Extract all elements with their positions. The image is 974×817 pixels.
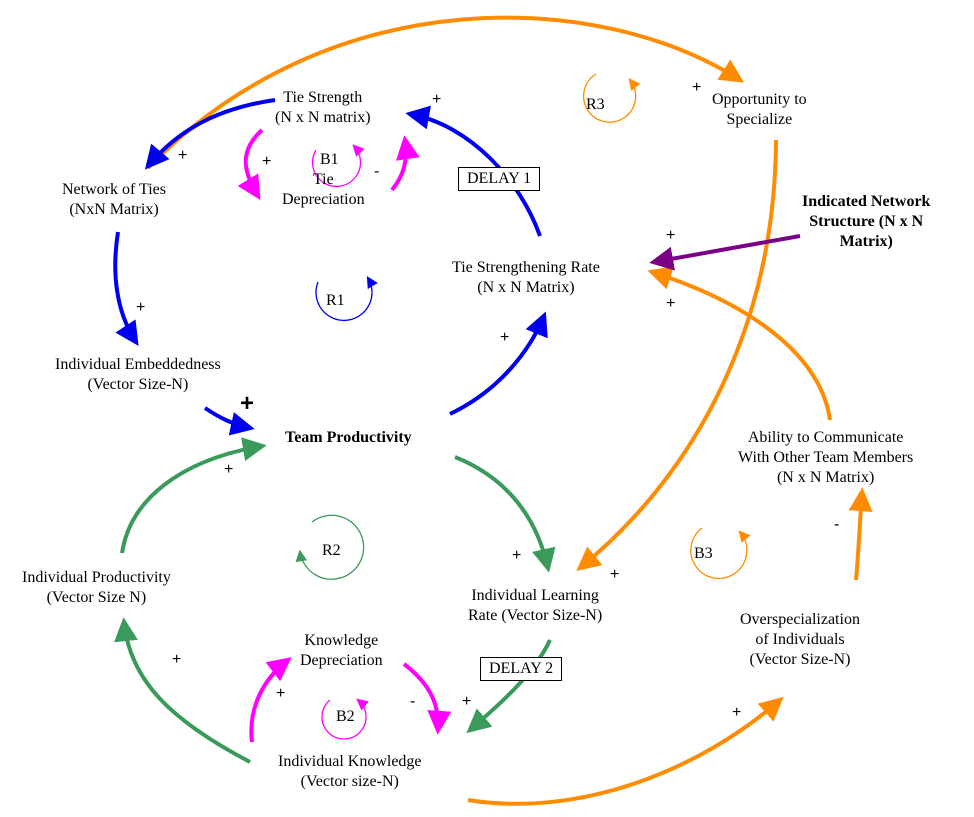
arrow-team-to-rate xyxy=(449,311,548,416)
node-indicated-network-structure: Indicated Network Structure (N x N Matri… xyxy=(802,193,931,250)
arrow-tiestrength-to-depreciation xyxy=(237,128,264,201)
arrow-network-to-embeddedness xyxy=(113,231,139,347)
delay-2-box: DELAY 2 xyxy=(480,657,563,681)
arrow-indicated-to-tiestrengthrate xyxy=(649,234,801,271)
arrow-learningrate-to-knowledge xyxy=(466,639,552,734)
sign-minus: - xyxy=(410,693,416,710)
loop-b2-circle xyxy=(321,698,369,740)
loop-b1-circle xyxy=(311,144,365,188)
sign-plus: + xyxy=(172,651,182,668)
node-individual-productivity: Individual Productivity (Vector Size N) xyxy=(22,569,171,606)
loop-label-r2: R2 xyxy=(322,542,341,559)
node-individual-knowledge: Individual Knowledge (Vector size-N) xyxy=(278,753,422,790)
node-tie-depreciation: Tie Depreciation xyxy=(282,171,365,208)
loop-r2-circle xyxy=(295,514,365,580)
sign-plus: + xyxy=(512,547,522,564)
sign-minus: - xyxy=(374,163,380,180)
loop-label-b3: B3 xyxy=(694,545,713,562)
arrow-ability-to-tiestrengthrate xyxy=(647,266,832,421)
loop-label-r1: R1 xyxy=(326,292,345,309)
arrow-knowledge-to-overspecialization xyxy=(467,696,784,806)
node-tie-strength: Tie Strength (N x N matrix) xyxy=(275,89,371,126)
node-individual-embeddedness: Individual Embeddedness (Vector Size-N) xyxy=(55,356,221,393)
sign-plus: + xyxy=(732,704,742,721)
arrow-knowledge-to-kdepreciation xyxy=(249,657,292,743)
node-tie-strengthening-rate: Tie Strengthening Rate (N x N Matrix) xyxy=(452,259,600,296)
arrow-productivity-to-team xyxy=(120,437,267,554)
sign-plus: + xyxy=(136,299,146,316)
arrow-depreciation-to-tiestrength xyxy=(390,135,420,192)
sign-plus: + xyxy=(500,329,510,346)
arrow-embeddedness-to-team xyxy=(203,406,255,436)
loop-r3-circle xyxy=(583,73,641,123)
sign-plus: + xyxy=(178,147,188,164)
node-team-productivity: Team Productivity xyxy=(285,429,412,446)
delay-1-box: DELAY 1 xyxy=(458,167,541,191)
sign-plus: + xyxy=(692,79,702,96)
arrow-tiestrength-to-network xyxy=(144,98,276,170)
sign-plus: + xyxy=(224,461,234,478)
arrow-team-to-learningrate xyxy=(454,455,556,573)
node-overspecialization: Overspecialization of Individuals (Vecto… xyxy=(740,611,860,668)
arrow-overspecialization-to-ability xyxy=(848,487,873,581)
loop-label-r3: R3 xyxy=(586,96,605,113)
node-network-of-ties: Network of Ties (NxN Matrix) xyxy=(62,181,167,218)
node-ability-to-communicate: Ability to Communicate With Other Team M… xyxy=(738,429,914,486)
sign-plus: + xyxy=(262,153,272,170)
node-knowledge-depreciation: Knowledge Depreciation xyxy=(300,632,383,669)
arrow-network-to-opportunity xyxy=(146,15,745,170)
arrow-opportunity-to-learningrate xyxy=(576,139,778,572)
loop-label-b1: B1 xyxy=(320,151,339,168)
arrow-rate-to-tiestrength xyxy=(405,105,542,237)
sign-minus: - xyxy=(834,516,840,533)
sign-plus: + xyxy=(666,227,676,244)
loop-r1-circle xyxy=(315,275,378,321)
sign-plus: + xyxy=(666,295,676,312)
sign-plus: + xyxy=(610,566,620,583)
loop-b3-circle xyxy=(690,527,751,579)
node-opportunity-to-specialize: Opportunity to Specialize xyxy=(712,91,807,128)
node-individual-learning-rate: Individual Learning Rate (Vector Size-N) xyxy=(468,587,603,624)
loop-label-b2: B2 xyxy=(336,708,355,725)
sign-plus: + xyxy=(432,91,442,108)
arrow-kdepreciation-to-knowledge xyxy=(402,662,452,735)
arrow-knowledge-to-productivity xyxy=(114,617,251,764)
sign-plus: + xyxy=(276,685,286,702)
sign-plus: + xyxy=(462,693,472,710)
sign-plus: + xyxy=(240,390,255,417)
